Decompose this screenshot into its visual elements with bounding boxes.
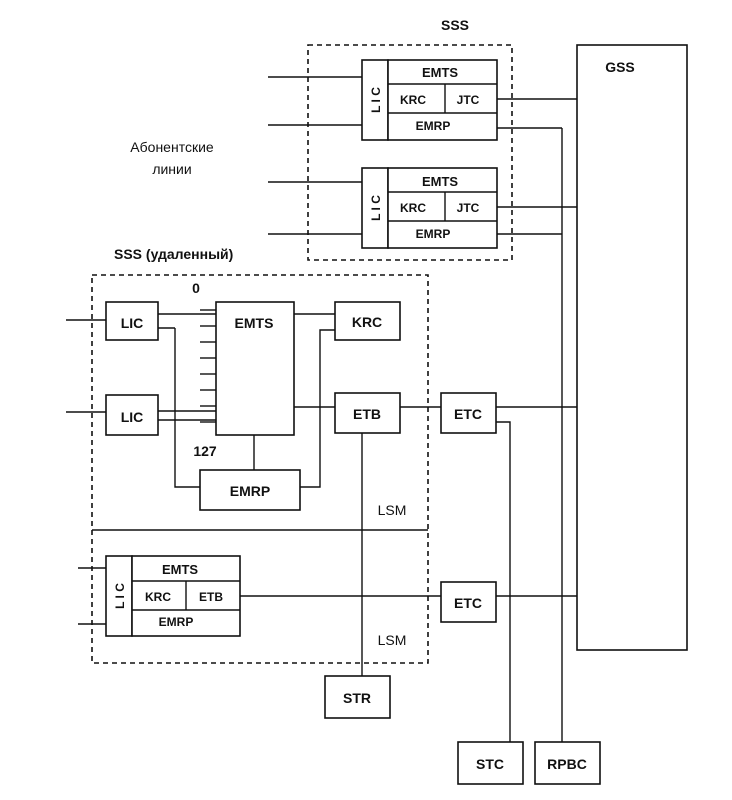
unit3-etc-label: ETC (454, 595, 482, 611)
unit1-frame (387, 59, 498, 141)
unit2-lic-label: L I C (369, 195, 383, 221)
stc-block (457, 741, 524, 785)
unit2-frame (387, 167, 498, 249)
stc-label: STC (476, 756, 504, 772)
unit1-lic-label: L I C (369, 87, 383, 113)
port-zero-label: 0 (192, 280, 200, 296)
unit3-lic-block (105, 555, 133, 637)
port-127-label: 127 (193, 443, 217, 459)
unit3-etc-block (440, 581, 497, 623)
remote-lic2-label: LIC (121, 409, 144, 425)
unit1-emrp-label: EMRP (416, 119, 451, 133)
remote-emts-block (215, 301, 295, 436)
sss-top-label: SSS (441, 17, 469, 33)
gss-block (576, 44, 688, 651)
remote-krc-block (334, 301, 401, 341)
unit-3: L I C EMTS KRC ETB EMRP (105, 555, 241, 637)
unit3-emts-label: EMTS (162, 562, 198, 577)
lsm-upper-label: LSM (378, 502, 407, 518)
remote-lic1-label: LIC (121, 315, 144, 331)
lsm-lower-label: LSM (378, 632, 407, 648)
unit2-jtc-label: JTC (457, 201, 480, 215)
unit1-jtc-label: JTC (457, 93, 480, 107)
subscriber-lines-label-2: линии (152, 161, 191, 177)
remote-emts-label: EMTS (235, 315, 274, 331)
subscriber-lines-label-1: Абонентские (130, 139, 214, 155)
sss-top-enclosure (307, 44, 513, 261)
remote-etc-block (440, 392, 497, 434)
unit-2: L I C EMTS KRC JTC EMRP (361, 167, 498, 249)
remote-etc-label: ETC (454, 406, 482, 422)
unit2-lic-block (361, 167, 389, 249)
remote-krc-label: KRC (352, 314, 382, 330)
unit3-etb-label: ETB (199, 590, 223, 604)
rpbc-label: RPBC (547, 756, 587, 772)
remote-lic1-block (105, 301, 159, 341)
unit3-krc-label: KRC (145, 590, 171, 604)
remote-etb-label: ETB (353, 406, 381, 422)
unit1-emts-label: EMTS (422, 65, 458, 80)
unit2-krc-label: KRC (400, 201, 426, 215)
gss-label: GSS (605, 59, 635, 75)
str-label: STR (343, 690, 371, 706)
remote-lic2-block (105, 394, 159, 436)
emts-port-ticks (200, 309, 216, 423)
remote-etb-block (334, 392, 401, 434)
unit2-emts-label: EMTS (422, 174, 458, 189)
unit-1: L I C EMTS KRC JTC EMRP (361, 59, 498, 141)
unit3-emrp-label: EMRP (159, 615, 194, 629)
remote-emrp-label: EMRP (230, 483, 270, 499)
sss-remote-enclosure (91, 274, 429, 664)
str-block (324, 675, 391, 719)
unit2-emrp-label: EMRP (416, 227, 451, 241)
remote-emrp-block (199, 469, 301, 511)
unit3-lic-label: L I C (113, 583, 127, 609)
unit1-krc-label: KRC (400, 93, 426, 107)
rpbc-block (534, 741, 601, 785)
sss-remote-label: SSS (удаленный) (114, 246, 233, 262)
